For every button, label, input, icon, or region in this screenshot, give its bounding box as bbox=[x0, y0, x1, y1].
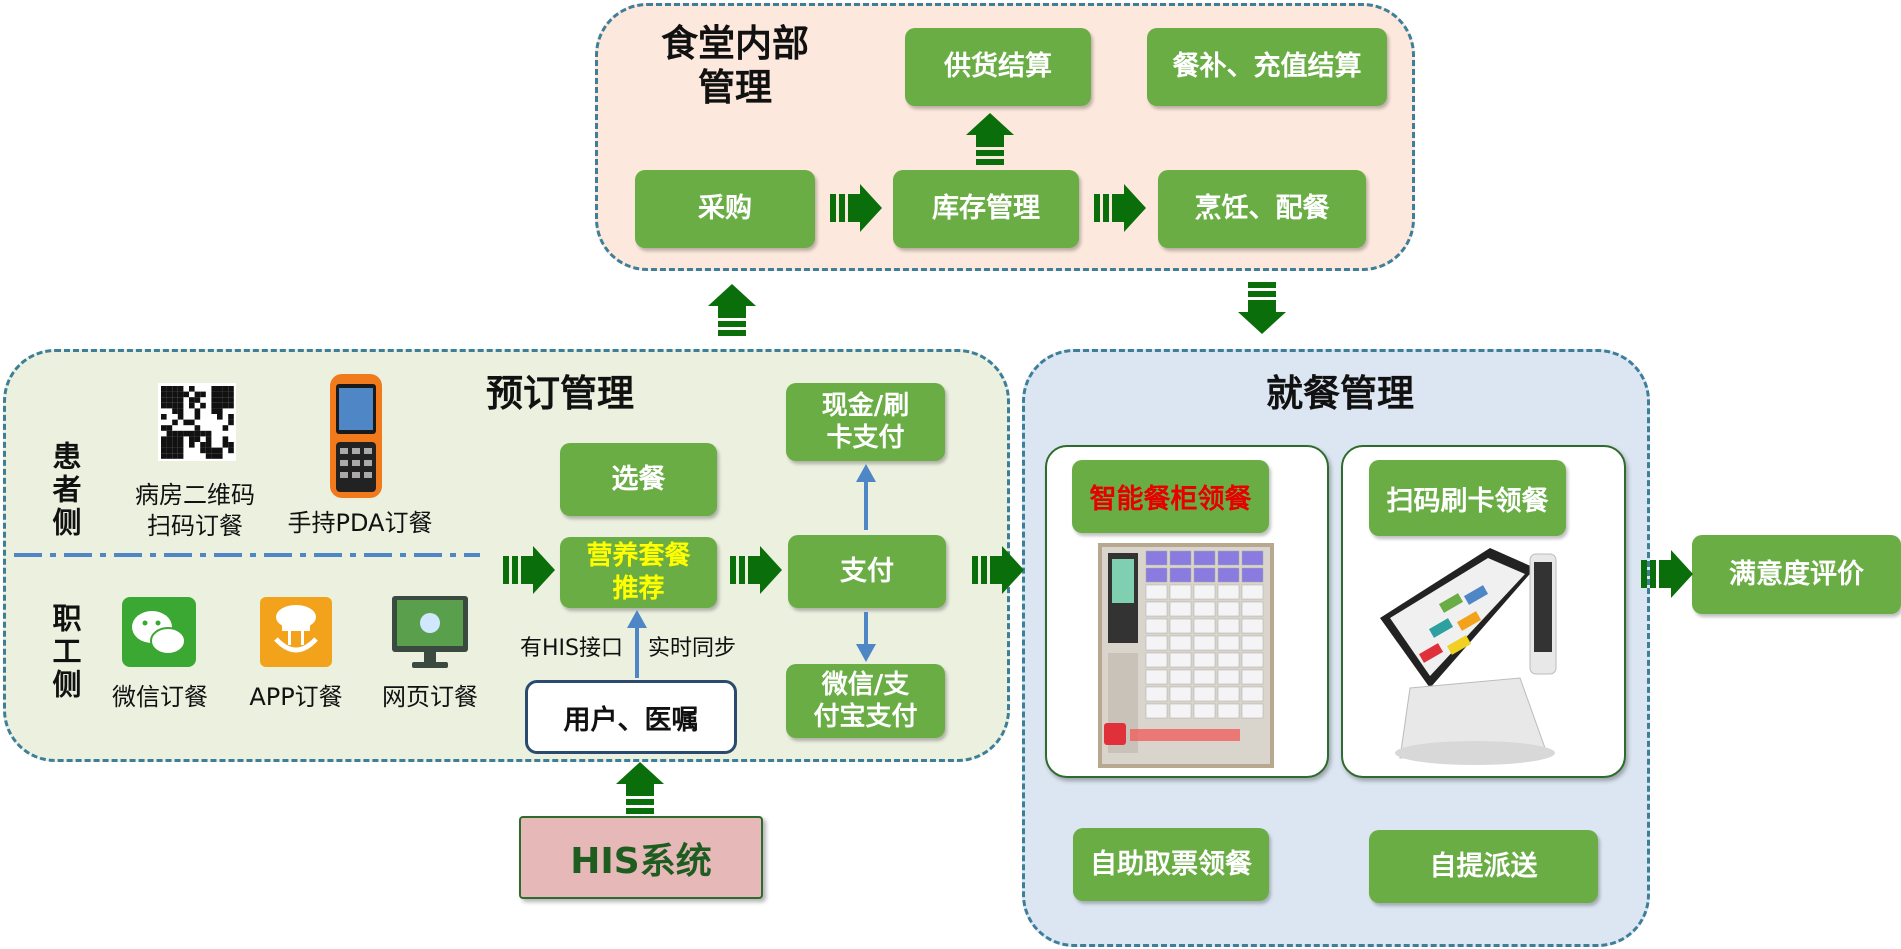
app-order-label: APP订餐 bbox=[249, 683, 343, 711]
his-to-user-order-arrow bbox=[616, 762, 664, 814]
wechat-alipay-payment-box: 微信/支 付宝支付 bbox=[786, 664, 945, 738]
wechat-alipay-line1: 微信/支 bbox=[821, 669, 910, 700]
inventory-box: 库存管理 bbox=[893, 170, 1079, 248]
scan-card-label: 扫码刷卡领餐 bbox=[1369, 460, 1566, 536]
self-ticket-box: 自助取票领餐 bbox=[1073, 828, 1269, 901]
nutrition-package-line1: 营养套餐 bbox=[586, 541, 691, 571]
dining-title: 就餐管理 bbox=[1266, 372, 1414, 415]
order-to-nutrition-arrow bbox=[503, 546, 555, 594]
handheld-pda-icon bbox=[330, 374, 382, 498]
web-order-label: 网页订餐 bbox=[382, 683, 478, 711]
satisfaction-box: 满意度评价 bbox=[1692, 535, 1901, 614]
inventory-to-supply-arrow bbox=[966, 113, 1014, 165]
app-icon bbox=[260, 597, 332, 667]
booking-to-canteen-arrow bbox=[708, 284, 756, 336]
supply-settlement-box: 供货结算 bbox=[905, 28, 1091, 106]
realtime-sync-label: 实时同步 bbox=[648, 636, 737, 661]
inventory-to-cooking-arrow bbox=[1094, 184, 1146, 232]
patient-staff-divider bbox=[14, 553, 480, 557]
nutrition-package-line2: 推荐 bbox=[612, 573, 665, 604]
wechat-order-label: 微信订餐 bbox=[112, 683, 208, 711]
purchase-to-inventory-arrow bbox=[830, 184, 882, 232]
subsidy-settlement-box: 餐补、充值结算 bbox=[1147, 28, 1387, 106]
cash-card-line1: 现金/刷 bbox=[821, 390, 910, 421]
wechat-icon bbox=[122, 597, 196, 667]
smart-cabinet-image bbox=[1098, 543, 1274, 768]
nutrition-to-payment-arrow bbox=[730, 546, 782, 594]
canteen-title: 食堂内部 管理 bbox=[650, 22, 820, 111]
cash-card-payment-box: 现金/刷 卡支付 bbox=[786, 383, 945, 461]
user-order-text: 用户、医嘱 bbox=[563, 704, 699, 736]
payment-to-wechat-blue-arrow bbox=[856, 612, 876, 662]
pos-terminal-image bbox=[1380, 548, 1557, 765]
payment-box: 支付 bbox=[788, 535, 946, 608]
dining-to-satisfaction-arrow bbox=[1641, 550, 1693, 598]
qr-order-label-line2: 扫码订餐 bbox=[147, 512, 243, 541]
cooking-box: 烹饪、配餐 bbox=[1158, 170, 1366, 248]
booking-title: 预订管理 bbox=[486, 372, 634, 415]
his-interface-label: 有HIS接口 bbox=[520, 636, 623, 661]
canteen-title-line1: 食堂内部 bbox=[661, 22, 809, 65]
payment-to-cash-blue-arrow bbox=[856, 464, 876, 530]
purchase-box: 采购 bbox=[635, 170, 815, 248]
web-monitor-icon bbox=[392, 596, 468, 668]
wechat-alipay-line2: 付宝支付 bbox=[813, 702, 918, 732]
his-system-box: HIS系统 bbox=[519, 816, 763, 899]
booking-to-dining-arrow bbox=[972, 546, 1024, 594]
smart-cabinet-label: 智能餐柜领餐 bbox=[1072, 460, 1269, 533]
canteen-to-dining-arrow bbox=[1238, 282, 1286, 334]
patient-side-label: 患者侧 bbox=[48, 440, 82, 540]
qr-order-label: 病房二维码 扫码订餐 bbox=[120, 480, 270, 542]
cash-card-line2: 卡支付 bbox=[826, 423, 905, 453]
canteen-title-line2: 管理 bbox=[698, 66, 772, 110]
user-to-nutrition-blue-arrow bbox=[627, 610, 647, 678]
qr-code-icon bbox=[158, 383, 236, 461]
nutrition-package-box: 营养套餐 推荐 bbox=[560, 537, 717, 608]
qr-order-label-line1: 病房二维码 bbox=[135, 481, 255, 509]
choose-meal-box: 选餐 bbox=[560, 443, 717, 516]
staff-side-label: 职工侧 bbox=[48, 602, 82, 702]
pda-order-label: 手持PDA订餐 bbox=[287, 509, 433, 537]
self-pickup-box: 自提派送 bbox=[1369, 830, 1598, 903]
his-system-text: HIS系统 bbox=[570, 840, 712, 882]
user-order-box: 用户、医嘱 bbox=[525, 680, 737, 754]
